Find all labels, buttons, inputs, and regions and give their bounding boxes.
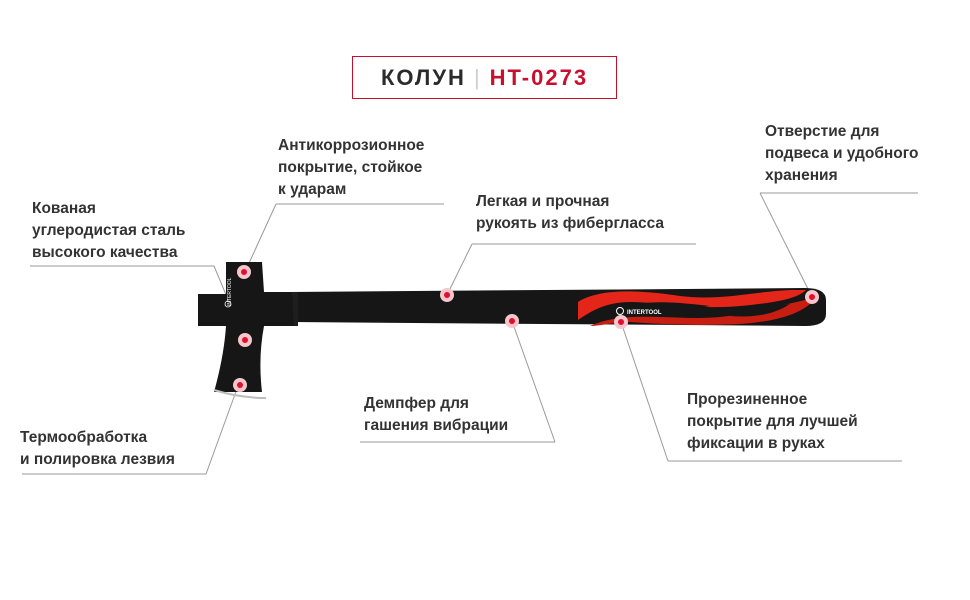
feature-line: к ударам — [278, 181, 347, 198]
feature-line: хранения — [765, 167, 838, 184]
product-name: КОЛУН — [380, 64, 466, 90]
polished-blade-edge — [213, 389, 267, 399]
feature-line: Антикоррозионное — [278, 137, 425, 154]
feature-handle-label: Легкая и прочная рукоять из фибергласса — [476, 191, 664, 235]
feature-line: Отверстие для — [765, 123, 880, 140]
feature-line: высокого качества — [32, 244, 178, 261]
grip-brand-mark: INTERTOOL — [627, 310, 662, 316]
leader-coating — [244, 203, 277, 273]
title-separator: | — [473, 64, 482, 90]
feature-hole-label: Отверстие для подвеса и удобного хранени… — [765, 121, 918, 187]
leader-rubber — [620, 321, 669, 462]
head-brand-mark: INTERTOOL — [227, 277, 233, 306]
feature-line: Термообработка — [20, 429, 148, 446]
feature-damper-label: Демпфер для гашения вибрации — [364, 393, 508, 437]
feature-line: фиксации в руках — [687, 435, 825, 452]
feature-line: Кованая — [32, 200, 96, 217]
product-title: КОЛУН | HT-0273 — [352, 56, 617, 99]
feature-line: рукоять из фибергласса — [476, 215, 665, 232]
rubber-grip-bottom — [590, 300, 814, 326]
leader-damper — [511, 320, 556, 443]
feature-line: покрытие, стойкое — [278, 159, 423, 176]
feature-rubber-label: Прорезиненное покрытие для лучшей фиксац… — [687, 389, 858, 455]
callout-dots — [233, 265, 819, 392]
leader-hole — [759, 192, 813, 298]
feature-line: углеродистая сталь — [32, 222, 186, 239]
feature-line: Прорезиненное — [687, 391, 808, 408]
handle: INTERTOOL — [280, 288, 826, 326]
feature-steel-label: Кованая углеродистая сталь высокого каче… — [32, 198, 185, 264]
feature-line: гашения вибрации — [364, 417, 509, 434]
feature-line: Демпфер для — [364, 395, 469, 412]
maul-head: INTERTOOL — [198, 262, 294, 399]
feature-line: Легкая и прочная — [476, 193, 610, 210]
feature-line: и полировка лезвия — [20, 451, 175, 468]
feature-blade-label: Термообработка и полировка лезвия — [20, 427, 175, 471]
feature-coating-label: Антикоррозионное покрытие, стойкое к уда… — [278, 135, 424, 201]
product-model: HT-0273 — [489, 64, 589, 90]
leader-lines — [22, 192, 918, 475]
feature-line: подвеса и удобного — [765, 145, 919, 162]
leader-handle — [446, 243, 473, 296]
feature-line: покрытие для лучшей — [687, 413, 858, 430]
leader-blade — [22, 385, 239, 475]
